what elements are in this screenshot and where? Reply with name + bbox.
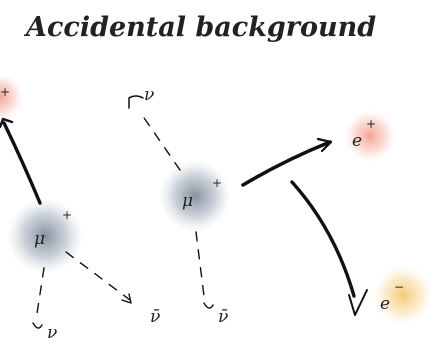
diagram-title: Accidental background bbox=[23, 12, 376, 43]
positron-track-center bbox=[243, 142, 330, 185]
nu-glyph-left bbox=[33, 323, 42, 328]
neutrino-left: ν bbox=[47, 323, 57, 343]
positron-charge-left: + bbox=[0, 85, 10, 99]
neutrino-track-center bbox=[196, 232, 204, 296]
antineutrino-track-left bbox=[66, 252, 130, 300]
svg-text:μ: μ bbox=[182, 191, 193, 211]
svg-text:+: + bbox=[62, 208, 72, 222]
nu-glyph-center bbox=[204, 303, 213, 308]
neutrino-track-left bbox=[36, 268, 44, 320]
svg-text:+: + bbox=[212, 176, 222, 190]
electron-track bbox=[292, 182, 354, 296]
antineutrino-center: ν̄ bbox=[218, 307, 228, 327]
nu-glyph-top-r bbox=[129, 96, 143, 108]
svg-text:μ: μ bbox=[34, 229, 45, 249]
svg-text:−: − bbox=[394, 280, 404, 294]
svg-text:e: e bbox=[352, 131, 362, 151]
muon-blob-center bbox=[159, 160, 231, 232]
neutrino-track-top bbox=[140, 112, 180, 170]
antineutrino-left: ν̄ bbox=[150, 307, 160, 327]
neutrino-top: ν bbox=[144, 85, 154, 105]
svg-text:+: + bbox=[366, 117, 376, 131]
positron-track-left bbox=[4, 123, 40, 203]
svg-text:e: e bbox=[380, 294, 390, 314]
